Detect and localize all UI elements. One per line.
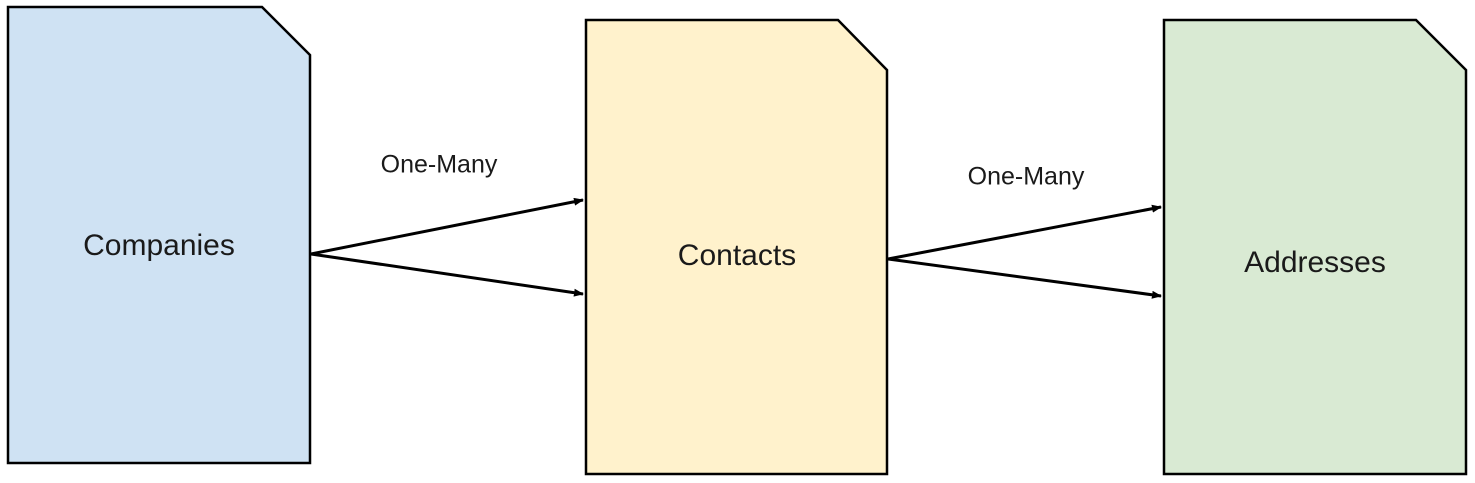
node-companies[interactable]: Companies: [6, 5, 312, 465]
edge-contacts-addresses-label: One-Many: [968, 163, 1085, 191]
edge-contacts-addresses-upper-arrow: [887, 204, 1162, 261]
companies-document-shape: [6, 5, 312, 465]
addresses-document-shape: [1162, 18, 1468, 476]
addresses-label: Addresses: [1244, 246, 1386, 279]
edge-companies-contacts-label: One-Many: [381, 151, 498, 179]
companies-label: Companies: [83, 229, 235, 262]
node-addresses[interactable]: Addresses: [1162, 18, 1468, 476]
edge-companies-contacts: One-Many: [310, 151, 584, 297]
contacts-document-shape: [584, 18, 889, 476]
edge-companies-contacts-lower-arrow: [310, 252, 584, 297]
edge-contacts-addresses-lower-arrow: [887, 257, 1162, 299]
contacts-label: Contacts: [678, 239, 796, 272]
edge-companies-contacts-upper-arrow: [310, 197, 584, 256]
node-contacts[interactable]: Contacts: [584, 18, 889, 476]
edge-contacts-addresses: One-Many: [887, 163, 1162, 299]
